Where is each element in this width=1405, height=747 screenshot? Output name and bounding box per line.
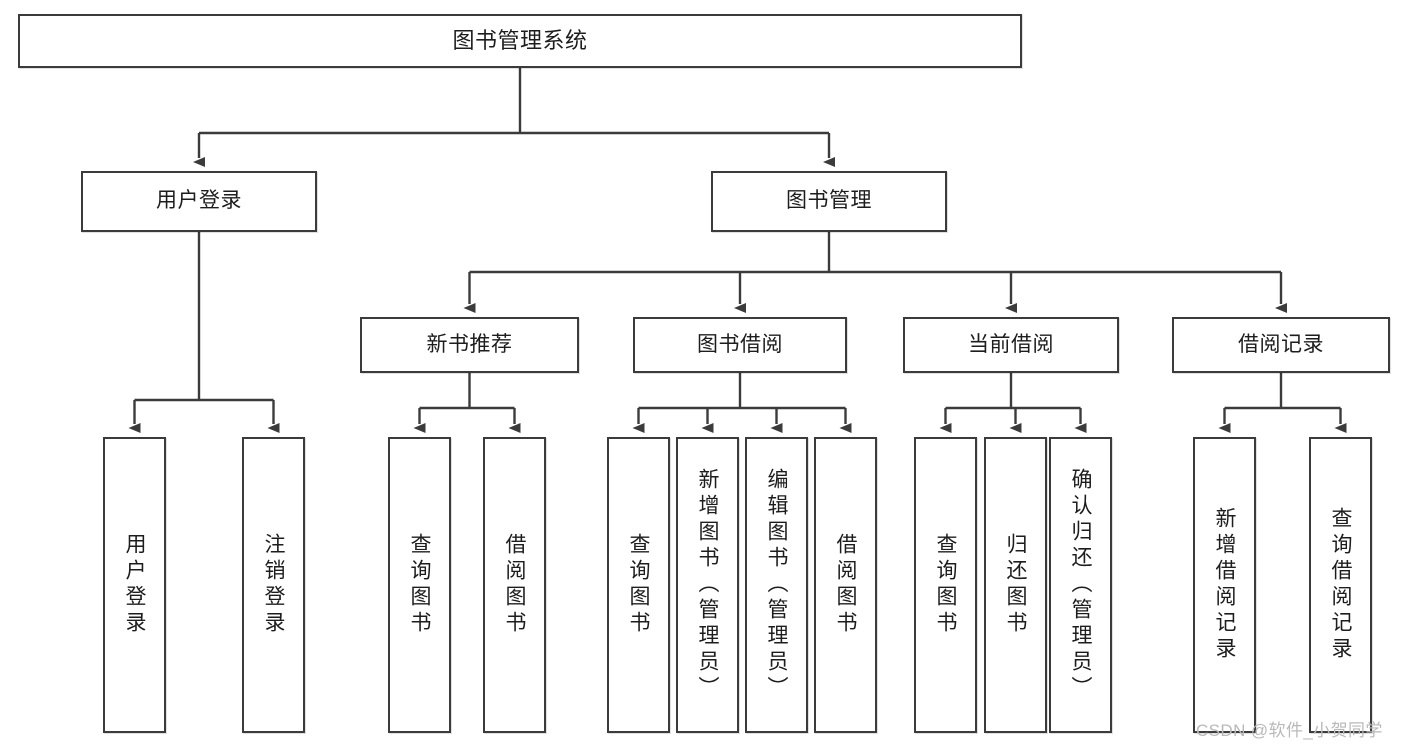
node-leaf-user-login[interactable]: 用户登录 xyxy=(103,437,166,733)
node-leaf-logout[interactable]: 注销登录 xyxy=(242,437,305,733)
node-leaf-add-book-admin[interactable]: 新增图书（管理员） xyxy=(676,437,739,733)
node-label: 图书借阅 xyxy=(697,332,783,356)
node-label: 借阅图书 xyxy=(503,533,526,637)
node-label: 新增借阅记录 xyxy=(1213,507,1236,663)
node-label: 图书管理 xyxy=(786,189,872,213)
node-label: 编辑图书（管理员） xyxy=(765,468,788,702)
node-label: 注销登录 xyxy=(262,533,285,637)
node-label: 查询图书 xyxy=(627,533,650,637)
node-leaf-query-borrow-record[interactable]: 查询借阅记录 xyxy=(1309,437,1372,733)
node-label: 图书管理系统 xyxy=(452,28,588,54)
node-label: 新增图书（管理员） xyxy=(696,468,719,702)
node-borrow-record[interactable]: 借阅记录 xyxy=(1172,317,1390,373)
node-leaf-borrow-book-recommend[interactable]: 借阅图书 xyxy=(483,437,546,733)
node-current-borrow[interactable]: 当前借阅 xyxy=(903,317,1119,373)
node-root[interactable]: 图书管理系统 xyxy=(18,14,1022,68)
csdn-watermark: CSDN @软件_小贺同学 xyxy=(1196,721,1383,740)
node-label: 归还图书 xyxy=(1004,533,1027,637)
node-leaf-return-book[interactable]: 归还图书 xyxy=(984,437,1047,733)
node-leaf-query-book-current[interactable]: 查询图书 xyxy=(914,437,977,733)
node-label: 查询借阅记录 xyxy=(1329,507,1352,663)
node-label: 用户登录 xyxy=(123,533,146,637)
node-book-borrow[interactable]: 图书借阅 xyxy=(633,317,847,373)
node-label: 新书推荐 xyxy=(426,332,513,356)
node-leaf-add-borrow-record[interactable]: 新增借阅记录 xyxy=(1193,437,1256,733)
node-book-manage[interactable]: 图书管理 xyxy=(711,171,947,232)
node-label: 当前借阅 xyxy=(968,332,1054,356)
node-label: 借阅图书 xyxy=(834,533,857,637)
node-leaf-query-book-borrow[interactable]: 查询图书 xyxy=(607,437,670,733)
node-label: 查询图书 xyxy=(934,533,957,637)
node-leaf-borrow-book[interactable]: 借阅图书 xyxy=(814,437,877,733)
node-label: 借阅记录 xyxy=(1238,332,1324,356)
node-leaf-edit-book-admin[interactable]: 编辑图书（管理员） xyxy=(745,437,808,733)
node-label: 查询图书 xyxy=(408,533,431,637)
node-new-book-recommend[interactable]: 新书推荐 xyxy=(360,317,579,373)
node-leaf-query-book-recommend[interactable]: 查询图书 xyxy=(388,437,451,733)
node-label: 确认归还（管理员） xyxy=(1069,468,1092,702)
node-user-login[interactable]: 用户登录 xyxy=(81,171,317,232)
node-label: 用户登录 xyxy=(156,189,242,213)
node-leaf-confirm-return-admin[interactable]: 确认归还（管理员） xyxy=(1049,437,1112,733)
